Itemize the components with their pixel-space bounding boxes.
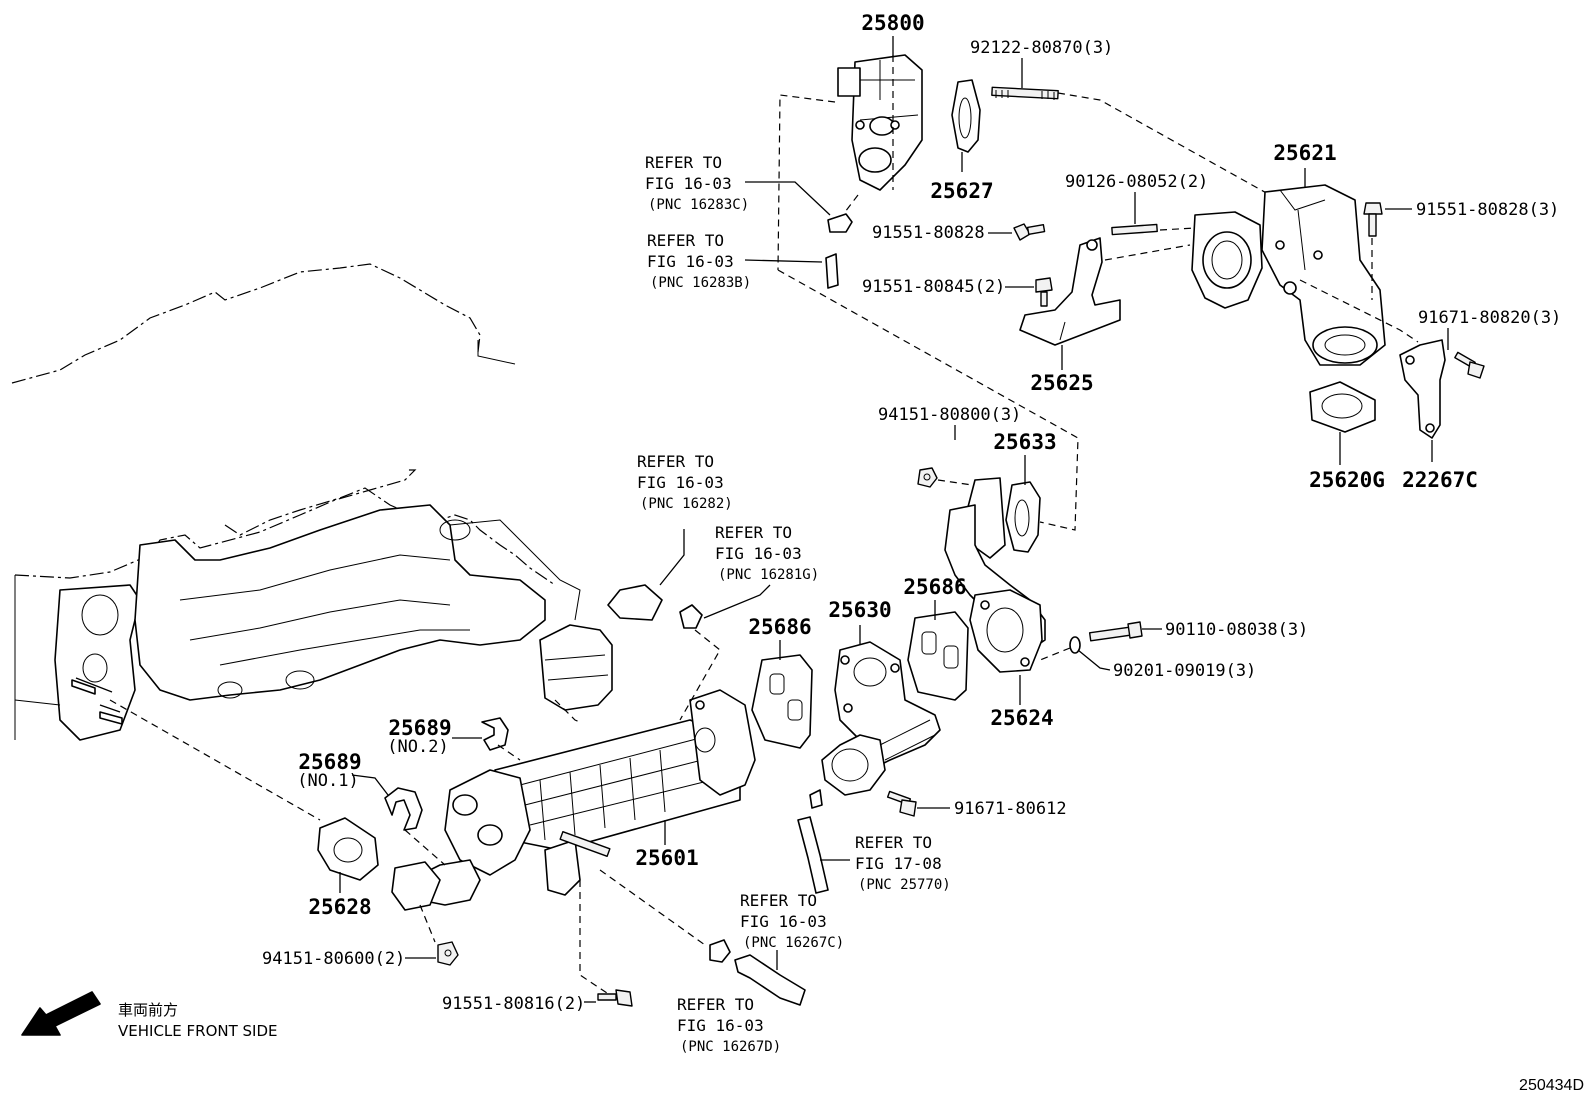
- ref-16283B: REFER TO FIG 16-03 (PNC 16283B): [647, 231, 751, 291]
- clamp-16267C: [709, 939, 731, 963]
- ref-16283B-line1: REFER TO: [647, 231, 724, 250]
- label-91551-80828: 91551-80828: [872, 223, 985, 243]
- ref-16281G-line2: FIG 16-03: [715, 544, 802, 563]
- egr-pipe-25624: [944, 477, 1046, 673]
- label-91551-80828-3: 91551-80828(3): [1416, 200, 1559, 220]
- ref-16282-line1: REFER TO: [637, 452, 714, 471]
- bolt-90110: [1088, 621, 1143, 642]
- label-25689-no2-sub: (NO.2): [387, 737, 448, 757]
- label-25625: 25625: [1030, 371, 1093, 395]
- nut-94151-80600: [437, 941, 459, 966]
- hose-16267D: [734, 954, 806, 1006]
- clamp-16281G: [679, 604, 703, 629]
- gasket-25686-left: [751, 654, 813, 749]
- label-91671-80820: 91671-80820(3): [1418, 308, 1561, 328]
- label-91551-80816: 91551-80816(2): [442, 994, 585, 1014]
- label-25630: 25630: [828, 598, 891, 622]
- diagram-code: 250434D: [1519, 1077, 1584, 1094]
- label-90201: 90201-09019(3): [1113, 661, 1256, 681]
- ref-16283C: REFER TO FIG 16-03 (PNC 16283C): [645, 153, 749, 213]
- label-25628: 25628: [308, 895, 371, 919]
- ref-16281G-line1: REFER TO: [715, 523, 792, 542]
- stud-90126: [1111, 223, 1158, 236]
- label-25624: 25624: [990, 706, 1053, 730]
- label-25686-right: 25686: [903, 575, 966, 599]
- egr-cooler-25601: [391, 689, 756, 911]
- label-25686-left: 25686: [748, 615, 811, 639]
- ref-16282: REFER TO FIG 16-03 (PNC 16282): [637, 452, 733, 512]
- ref-16267D-pnc: (PNC 16267D): [680, 1039, 781, 1055]
- egr-valve-body-25630: [809, 641, 941, 809]
- label-25620G: 25620G: [1309, 468, 1385, 492]
- ref-16283B-line2: FIG 16-03: [647, 252, 734, 271]
- ref-16267C: REFER TO FIG 16-03 (PNC 16267C): [740, 891, 844, 951]
- label-25689-no2: 25689: [388, 716, 451, 740]
- bolt-91671-80612: [886, 790, 917, 817]
- ref-16281G: REFER TO FIG 16-03 (PNC 16281G): [715, 523, 819, 583]
- bolt-91551-80828-3: [1363, 202, 1383, 237]
- label-91671-80612: 91671-80612: [954, 799, 1067, 819]
- ref-25770-line1: REFER TO: [855, 833, 932, 852]
- ref-16282-line2: FIG 16-03: [637, 473, 724, 492]
- front-side-jp: 車両前方: [118, 1001, 178, 1019]
- bolt-91671-80820: [1454, 351, 1485, 379]
- ref-16267C-pnc: (PNC 16267C): [743, 935, 844, 951]
- vehicle-front-arrow: [21, 991, 101, 1036]
- bolt-91551-80816: [597, 989, 633, 1007]
- label-92122: 92122-80870(3): [970, 38, 1113, 58]
- label-25601: 25601: [635, 846, 698, 870]
- ref-16267C-line2: FIG 16-03: [740, 912, 827, 931]
- nut-94151-80800: [917, 467, 938, 488]
- clamp-16283C: [827, 213, 853, 233]
- ref-16281G-pnc: (PNC 16281G): [718, 567, 819, 583]
- ref-16283C-line2: FIG 16-03: [645, 174, 732, 193]
- ref-16283C-pnc: (PNC 16283C): [648, 197, 749, 213]
- bracket-22267C: [1399, 339, 1446, 439]
- hose-25770: [797, 816, 829, 894]
- egr-valve-25800: [837, 54, 923, 191]
- label-25689-no1-sub: (NO.1): [297, 771, 358, 791]
- label-22267C: 22267C: [1402, 468, 1478, 492]
- label-90110: 90110-08038(3): [1165, 620, 1308, 640]
- ref-16283C-line1: REFER TO: [645, 153, 722, 172]
- bolt-91551-80845: [1035, 277, 1053, 307]
- ref-25770: REFER TO FIG 17-08 (PNC 25770): [855, 833, 951, 893]
- front-side-en: VEHICLE FRONT SIDE: [118, 1022, 278, 1040]
- bolt-91551-80828: [1013, 223, 1046, 241]
- ref-25770-line2: FIG 17-08: [855, 854, 942, 873]
- ref-16267D: REFER TO FIG 16-03 (PNC 16267D): [677, 995, 781, 1055]
- gasket-25628: [317, 817, 379, 881]
- label-25689-no1: 25689: [298, 750, 361, 774]
- egr-pipe-25621: [1191, 168, 1386, 366]
- label-25800: 25800: [861, 11, 924, 35]
- ref-16282-pnc: (PNC 16282): [640, 496, 733, 512]
- label-25627: 25627: [930, 179, 993, 203]
- gasket-25633: [1005, 481, 1041, 553]
- hose-16282: [607, 584, 663, 621]
- ref-25770-pnc: (PNC 25770): [858, 877, 951, 893]
- label-91551-80845: 91551-80845(2): [862, 277, 1005, 297]
- clip-25689-no1: [384, 787, 423, 831]
- hose-16283B: [825, 253, 839, 289]
- washer-90201: [1069, 636, 1081, 654]
- ref-16283B-pnc: (PNC 16283B): [650, 275, 751, 291]
- clip-25689-no2: [481, 717, 509, 751]
- ref-16267D-line1: REFER TO: [677, 995, 754, 1014]
- label-90126: 90126-08052(2): [1065, 172, 1208, 192]
- label-94151-80800: 94151-80800(3): [878, 405, 1021, 425]
- stud-92122: [991, 86, 1059, 100]
- gasket-25686-right: [907, 611, 969, 701]
- engine-outline: [11, 263, 613, 741]
- ref-16267C-line1: REFER TO: [740, 891, 817, 910]
- ref-16267D-line2: FIG 16-03: [677, 1016, 764, 1035]
- gasket-25627: [951, 79, 981, 153]
- gasket-25620G: [1309, 381, 1376, 433]
- label-94151-80600: 94151-80600(2): [262, 949, 405, 969]
- label-25621: 25621: [1273, 141, 1336, 165]
- label-25633: 25633: [993, 430, 1056, 454]
- bracket-25625: [1019, 237, 1121, 346]
